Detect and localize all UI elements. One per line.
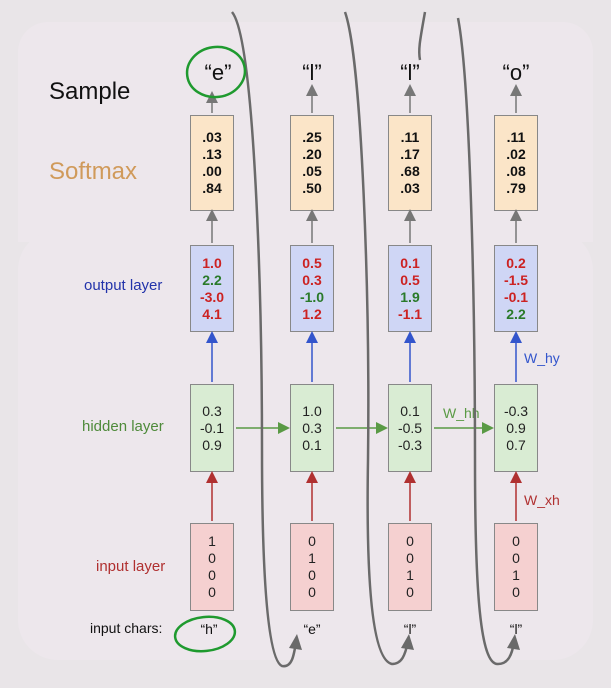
hidden-layer-label: hidden layer	[82, 418, 164, 435]
w-xh-label: W_xh	[524, 492, 560, 508]
input-box-3: 0 0 1 0	[388, 523, 432, 611]
input-value: 0	[208, 550, 216, 566]
output-value: 4.1	[202, 305, 222, 322]
softmax-value: .50	[302, 180, 322, 196]
output-value: -3.0	[199, 288, 225, 305]
input-value: 1	[308, 550, 316, 566]
input-layer-label: input layer	[96, 558, 166, 575]
output-value: 1.0	[202, 254, 222, 271]
input-box-2: 0 1 0 0	[290, 523, 334, 611]
sample-char-1: “e”	[204, 60, 232, 85]
input-value: 0	[406, 533, 414, 549]
output-value: -0.1	[503, 288, 529, 305]
softmax-value: .03	[400, 180, 420, 196]
hidden-value: 0.3	[302, 419, 322, 436]
input-value: 0	[406, 584, 414, 600]
hidden-value: 0.7	[506, 436, 526, 453]
input-char-1: “h”	[200, 621, 218, 637]
output-value: 0.5	[400, 271, 420, 288]
hidden-value: -0.3	[503, 402, 529, 419]
softmax-value: .03	[202, 129, 222, 145]
input-value: 0	[308, 533, 316, 549]
sample-char-3: “l”	[400, 60, 420, 85]
hidden-value: 0.9	[202, 436, 222, 453]
input-value: 0	[308, 567, 316, 583]
output-value: 0.5	[302, 254, 322, 271]
input-value: 0	[208, 567, 216, 583]
hidden-value: 0.1	[400, 402, 420, 419]
output-value: 0.1	[400, 254, 420, 271]
sample-char-4: “o”	[502, 60, 530, 85]
output-value: -1.0	[299, 288, 325, 305]
input-box-1: 1 0 0 0	[190, 523, 234, 611]
input-value: 0	[406, 550, 414, 566]
input-value: 0	[512, 550, 520, 566]
output-value: 1.2	[302, 305, 322, 322]
softmax-value: .08	[506, 163, 526, 179]
input-char-4: “l”	[509, 621, 523, 637]
output-value: 0.3	[302, 271, 322, 288]
output-value: 1.9	[400, 288, 420, 305]
softmax-box-1: .03 .13 .00 .84	[190, 115, 234, 211]
input-value: 1	[512, 567, 520, 583]
sample-row-label: Sample	[49, 78, 131, 105]
input-value: 1	[208, 533, 216, 549]
input-char-2: “e”	[303, 621, 321, 637]
output-box-1: 1.0 2.2 -3.0 4.1	[190, 245, 234, 332]
softmax-value: .84	[202, 180, 222, 196]
w-hy-label: W_hy	[524, 350, 560, 366]
hidden-box-1: 0.3 -0.1 0.9	[190, 384, 234, 472]
input-value: 1	[406, 567, 414, 583]
hidden-value: 0.9	[506, 419, 526, 436]
hand-drawn-loops	[230, 11, 516, 668]
hidden-value: 0.3	[202, 402, 222, 419]
output-layer-label: output layer	[84, 277, 163, 294]
hidden-value: 0.1	[302, 436, 322, 453]
softmax-value: .02	[506, 146, 526, 162]
hidden-value: -0.3	[397, 436, 423, 453]
output-value: 2.2	[506, 305, 526, 322]
softmax-value: .20	[302, 146, 322, 162]
green-circle-annotations	[173, 45, 247, 653]
hidden-value: -0.5	[397, 419, 423, 436]
input-value: 0	[308, 584, 316, 600]
output-value: 2.2	[202, 271, 222, 288]
softmax-value: .68	[400, 163, 420, 179]
input-char-3: “l”	[403, 621, 417, 637]
input-value: 0	[512, 584, 520, 600]
hidden-value: 1.0	[302, 402, 322, 419]
input-value: 0	[208, 584, 216, 600]
output-box-3: 0.1 0.5 1.9 -1.1	[388, 245, 432, 332]
input-value: 0	[512, 533, 520, 549]
softmax-value: .17	[400, 146, 420, 162]
softmax-value: .11	[400, 129, 420, 145]
output-value: -1.1	[397, 305, 423, 322]
output-value: -1.5	[503, 271, 529, 288]
softmax-box-3: .11 .17 .68 .03	[388, 115, 432, 211]
softmax-value: .05	[302, 163, 322, 179]
softmax-value: .25	[302, 129, 322, 145]
w-hh-label: W_hh	[443, 405, 480, 421]
output-value: 0.2	[506, 254, 526, 271]
input-box-4: 0 0 1 0	[494, 523, 538, 611]
hidden-value: -0.1	[199, 419, 225, 436]
softmax-value: .79	[506, 180, 526, 196]
sample-char-2: “l”	[302, 60, 322, 85]
output-box-2: 0.5 0.3 -1.0 1.2	[290, 245, 334, 332]
softmax-row-label: Softmax	[49, 158, 138, 185]
input-chars-label: input chars:	[90, 620, 163, 636]
softmax-box-4: .11 .02 .08 .79	[494, 115, 538, 211]
loop-arrowheads	[289, 634, 520, 650]
output-box-4: 0.2 -1.5 -0.1 2.2	[494, 245, 538, 332]
softmax-value: .13	[202, 146, 222, 162]
softmax-box-2: .25 .20 .05 .50	[290, 115, 334, 211]
softmax-value: .11	[506, 129, 526, 145]
softmax-value: .00	[202, 163, 222, 179]
